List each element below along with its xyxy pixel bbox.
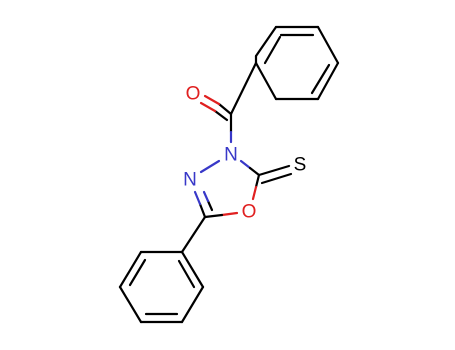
top-phenyl-ring [254, 25, 340, 101]
bond [251, 185, 258, 201]
bond [180, 285, 205, 324]
carbonyl-group: O [186, 61, 258, 122]
bond [193, 190, 202, 206]
bond [202, 190, 210, 203]
bond [206, 199, 214, 212]
bond [118, 250, 143, 289]
bond [203, 94, 221, 106]
double-bond-inner [128, 258, 147, 287]
bond [118, 285, 143, 324]
ring-nitrogen-3-label: N [224, 145, 238, 166]
bond [239, 159, 252, 170]
bond [220, 211, 239, 217]
bond [260, 172, 293, 185]
bond [180, 215, 207, 254]
bond [316, 25, 340, 65]
bond [217, 102, 233, 116]
bond [254, 61, 278, 101]
double-bond-inner [177, 259, 196, 289]
bond [180, 250, 205, 289]
bottom-phenyl-ring [118, 250, 205, 324]
bond [198, 202, 207, 219]
double-bond-inner [263, 35, 282, 65]
bond [203, 213, 224, 219]
bond [254, 173, 261, 189]
double-bond-inner [310, 63, 331, 95]
oxadiazole-ring: N N O S [183, 145, 306, 223]
ring-nitrogen-4-label: N [183, 170, 197, 191]
ring-oxygen-label: O [242, 202, 257, 223]
bond [316, 61, 340, 101]
bond [199, 159, 221, 174]
bond [257, 164, 291, 177]
bond [213, 109, 229, 122]
bond [199, 101, 217, 113]
bond [254, 25, 278, 58]
carbonyl-oxygen-label: O [186, 84, 201, 105]
thione-sulfur-label: S [294, 155, 307, 176]
bond [248, 166, 261, 177]
bond [229, 61, 258, 116]
